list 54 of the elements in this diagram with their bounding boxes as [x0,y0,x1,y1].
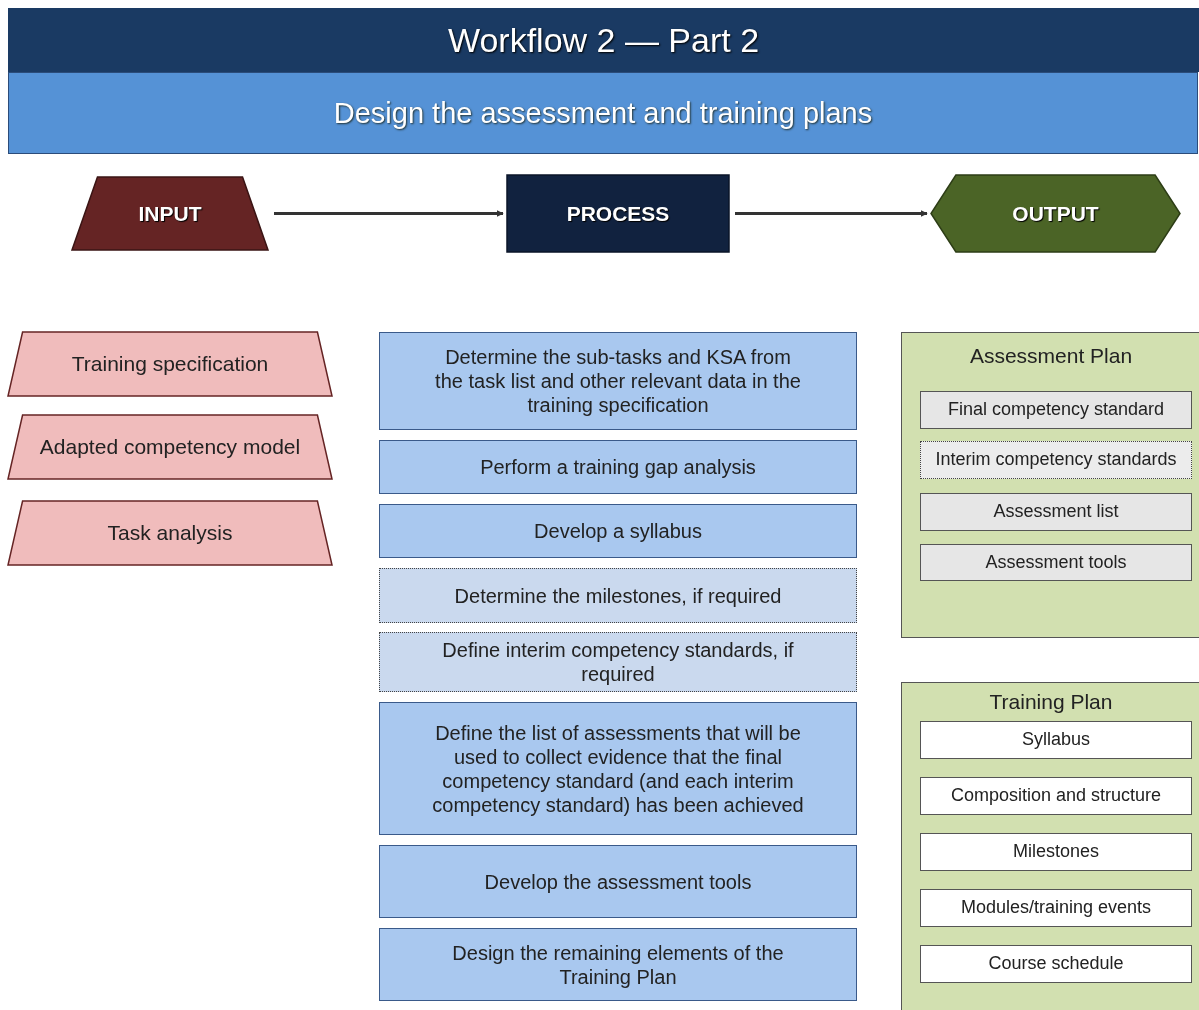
process-box [379,504,857,558]
node-label: Milestones [1012,841,1099,863]
node-label: Determine the sub-tasks and KSA from the task list and other relevant data in the training specification [434,345,802,417]
node-label: Assessment tools [985,551,1127,574]
input-trapezoid [8,415,332,479]
process-box [379,845,857,918]
arrow [274,210,504,217]
process-box [379,440,857,494]
node-label: Develop the assessment tools [484,869,752,894]
output-item-box [920,544,1192,581]
node-label: Adapted competency model [39,434,301,460]
node-label: Final competency standard [947,399,1165,421]
panel-heading: Training Plan [989,689,1113,715]
output-item-box [920,889,1192,927]
process-box [379,632,857,692]
output-panel [901,332,1199,638]
title: Workflow 2 — Part 2 [447,20,760,60]
node-label: Interim competency standards [935,449,1177,471]
node-label: Develop a syllabus [534,519,702,543]
output-item-box [920,493,1192,531]
node-label: Task analysis [107,520,233,546]
output-item-box [920,441,1192,479]
stage-shape [931,175,1180,252]
stage-shape [72,177,268,250]
input-trapezoid [8,332,332,396]
node-label: Training specification [71,351,269,377]
node-label: Perform a training gap analysis [480,455,756,479]
stage-shape [507,175,729,252]
node-label: Assessment list [993,501,1119,523]
output-item-box [920,777,1192,815]
node-label: Modules/training events [960,897,1152,919]
output-item-box [920,391,1192,429]
subtitle: Design the assessment and training plans [333,96,873,130]
arrow [735,210,928,217]
node-label: INPUT [138,200,202,227]
node-label: OUTPUT [1012,200,1099,227]
process-box [379,568,857,623]
node-label: Determine the milestones, if required [454,583,782,608]
node-label: Syllabus [1021,729,1090,751]
node-label: Composition and structure [950,785,1162,807]
process-box [379,332,857,430]
process-box [379,702,857,835]
output-panel [901,682,1199,1010]
output-item-box [920,721,1192,759]
panel-heading: Assessment Plan [969,343,1133,369]
output-item-box [920,833,1192,871]
node-label: Define interim competency standards, if required [441,638,795,686]
node-label: Define the list of assessments that will be used to collect evidence that the final competency standard (and each interim competency standard) has been achieved [431,720,805,817]
node-label: Course schedule [988,953,1124,975]
output-item-box [920,945,1192,983]
node-label: Design the remaining elements of the Training Plan [451,940,785,989]
node-label: PROCESS [566,200,670,227]
input-trapezoid [8,501,332,565]
process-box [379,928,857,1001]
